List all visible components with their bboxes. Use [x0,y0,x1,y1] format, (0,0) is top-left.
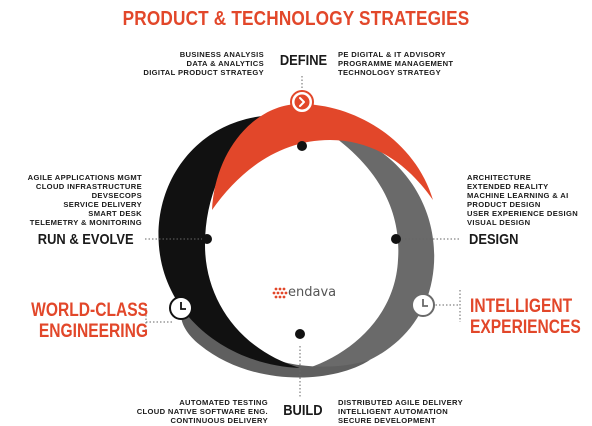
outcome-engineering-line1: WORLD-CLASS [31,300,148,321]
outcome-engineering-line2: ENGINEERING [38,321,148,342]
define-right-list: PE DIGITAL & IT ADVISORY PROGRAMME MANAG… [338,50,453,77]
list-item: CLOUD NATIVE SOFTWARE ENG. [136,407,268,416]
build-right-list: DISTRIBUTED AGILE DELIVERY INTELLIGENT A… [338,398,463,425]
engineering-clock-icon [169,296,193,320]
list-item: INTELLIGENT AUTOMATION [338,407,449,416]
list-item: SMART DESK [88,209,142,218]
build-arc [180,300,370,378]
list-item: USER EXPERIENCE DESIGN [467,209,579,218]
endava-logo-icon [272,287,288,299]
list-item: PE DIGITAL & IT ADVISORY [338,50,446,59]
list-item: MACHINE LEARNING & AI [467,191,569,200]
define-arc [212,104,433,210]
list-item: CLOUD INFRASTRUCTURE [35,182,142,191]
list-item: AUTOMATED TESTING [179,398,268,407]
run-evolve-dot [202,234,212,244]
outcome-intelligent: INTELLIGENT EXPERIENCES [470,296,581,338]
list-item: PROGRAMME MANAGEMENT [338,59,454,68]
list-item: DATA & ANALYTICS [186,59,264,68]
build-dot [295,329,305,339]
stage-design: DESIGN [469,231,519,248]
define-left-list: BUSINESS ANALYSIS DATA & ANALYTICS DIGIT… [110,50,264,77]
list-item: TELEMETRY & MONITORING [29,218,142,227]
list-item: SERVICE DELIVERY [63,200,142,209]
stage-build: BUILD [283,402,323,419]
list-item: DIGITAL PRODUCT STRATEGY [143,68,264,77]
list-item: PRODUCT DESIGN [467,200,541,209]
list-item: AGILE APPLICATIONS MGMT [27,173,142,182]
list-item: ARCHITECTURE [467,173,532,182]
design-list: ARCHITECTURE EXTENDED REALITY MACHINE LE… [467,173,578,227]
list-item: SECURE DEVELOPMENT [338,416,436,425]
list-item: VISUAL DESIGN [467,218,531,227]
define-dot [297,141,307,151]
design-arc [295,127,435,374]
list-item: BUSINESS ANALYSIS [179,50,264,59]
page-title: PRODUCT & TECHNOLOGY STRATEGIES [122,8,470,30]
intelligent-clock-icon [411,293,435,317]
endava-logo-text: endava [288,285,337,300]
list-item: CONTINUOUS DELIVERY [170,416,268,425]
chevron-right-icon [290,90,314,114]
list-item: TECHNOLOGY STRATEGY [338,68,441,77]
stage-define: DEFINE [279,52,328,69]
list-item: DISTRIBUTED AGILE DELIVERY [338,398,463,407]
outcome-intelligent-line2: EXPERIENCES [470,317,581,338]
outcome-intelligent-line1: INTELLIGENT [470,296,573,317]
run-evolve-arc [158,116,300,368]
build-left-list: AUTOMATED TESTING CLOUD NATIVE SOFTWARE … [110,398,268,425]
design-dot [391,234,401,244]
list-item: DEVSECOPS [91,191,142,200]
run-evolve-list: AGILE APPLICATIONS MGMT CLOUD INFRASTRUC… [2,173,142,227]
outcome-engineering: WORLD-CLASS ENGINEERING [25,300,148,342]
list-item: EXTENDED REALITY [467,182,549,191]
stage-run-evolve: RUN & EVOLVE [37,231,134,248]
